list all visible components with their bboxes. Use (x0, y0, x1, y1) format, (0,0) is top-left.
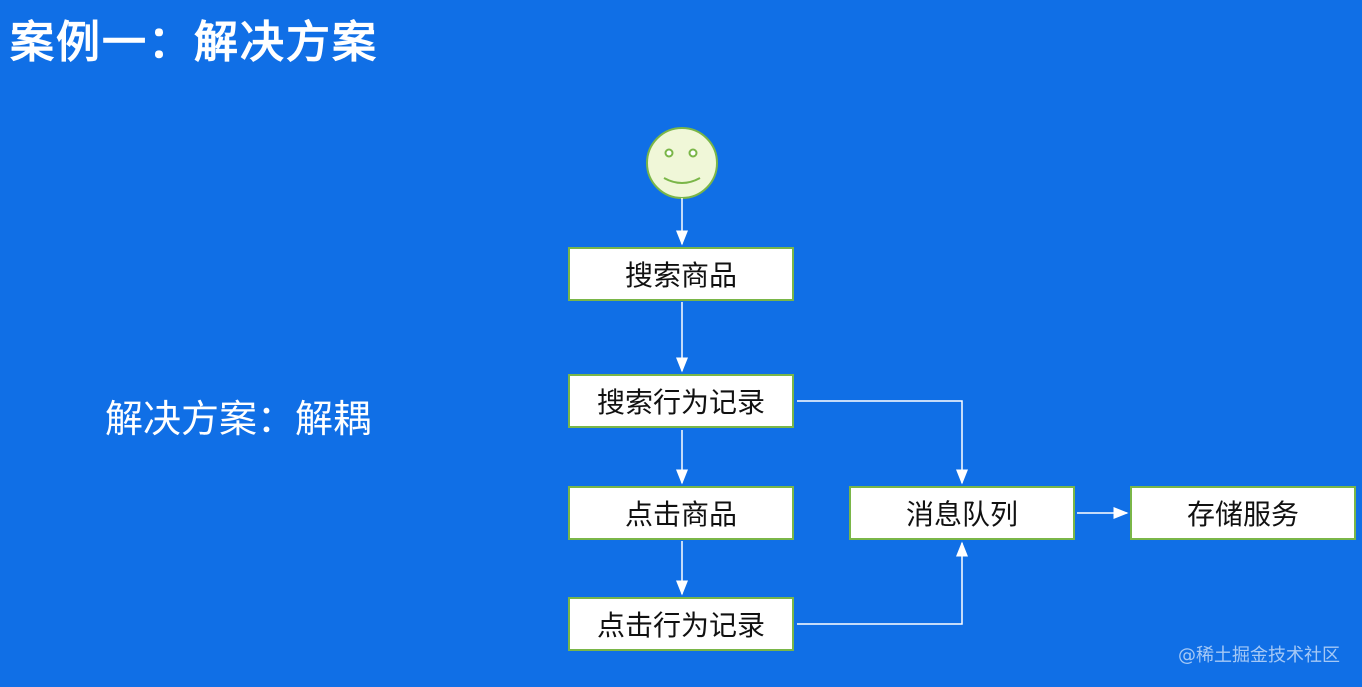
connectors (676, 198, 1129, 625)
node-click-behavior-log: 点击行为记录 (568, 597, 794, 651)
slide-title: 案例一：解决方案 (10, 17, 378, 68)
smiley-face-icon (646, 127, 718, 199)
node-search-product: 搜索商品 (568, 247, 794, 301)
node-storage-service: 存储服务 (1130, 486, 1356, 540)
watermark: @稀土掘金技术社区 (1178, 645, 1340, 666)
solution-label: 解决方案：解耦 (105, 397, 372, 441)
node-click-product: 点击商品 (568, 486, 794, 540)
node-search-behavior-log: 搜索行为记录 (568, 374, 794, 428)
node-message-queue: 消息队列 (849, 486, 1075, 540)
